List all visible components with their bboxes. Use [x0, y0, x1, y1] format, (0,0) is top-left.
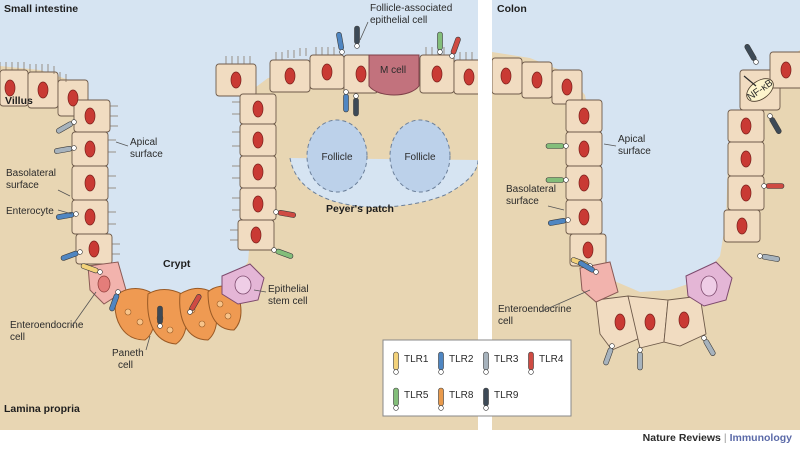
tlr-receptor-tlr3: [637, 347, 643, 371]
label-enteroendocrine-1: Enteroendocrine: [10, 320, 84, 331]
paneth-cells: [114, 285, 242, 345]
colon-panel: NF-κB: [492, 0, 800, 430]
follicle-2: [389, 119, 451, 193]
label-stem-1: Epithelial: [268, 284, 309, 295]
enteroendocrine-nucleus-left: [97, 275, 111, 293]
label-stem-2: stem cell: [268, 296, 307, 307]
legend-swatch-tlr1: [393, 351, 399, 375]
microvilli-left: [0, 47, 473, 255]
tlr-receptor-tlr5: [271, 247, 294, 259]
tlr-receptor-tlr5: [545, 143, 569, 149]
small-intestine-panel: [0, 0, 478, 430]
legend-label-tlr3: TLR3: [494, 354, 519, 365]
stem-nucleus-left: [234, 275, 252, 295]
tlr-receptor-tlr2: [60, 249, 83, 261]
label-fae-1: Follicle-associated: [370, 3, 452, 14]
legend-label-tlr1: TLR1: [404, 354, 429, 365]
tlr-receptor-tlr9: [157, 305, 163, 329]
tlr-receptor-tlr9: [354, 25, 360, 49]
legend-swatch-tlr5: [393, 387, 399, 411]
label-enterocyte: Enterocyte: [6, 206, 54, 217]
journal-subject: Immunology: [729, 432, 792, 444]
tlr-receptors: [53, 25, 785, 371]
label-colon-basolateral-1: Basolateral: [506, 184, 556, 195]
label-crypt: Crypt: [163, 258, 191, 270]
label-paneth-2: cell: [118, 360, 133, 371]
label-m-cell: M cell: [380, 65, 406, 76]
m-cell: [368, 54, 420, 96]
stem-nucleus-right: [700, 275, 718, 297]
tlr-receptor-tlr5: [545, 177, 569, 183]
tlr-receptor-tlr4: [273, 209, 297, 218]
label-basolateral-2: surface: [6, 180, 39, 191]
legend-swatch-tlr8: [438, 387, 444, 411]
colon-nuclei: [500, 61, 792, 331]
label-colon-apical-2: surface: [618, 146, 651, 157]
label-villus: Villus: [5, 95, 33, 107]
tlr-receptor-tlr9: [767, 113, 782, 134]
title-small-intestine: Small intestine: [4, 3, 78, 15]
leader-lines: [57, 21, 617, 351]
legend-label-tlr8: TLR8: [449, 390, 474, 401]
tlr-receptor-tlr3: [757, 253, 781, 262]
tlr-receptor-tlr2: [109, 289, 121, 312]
label-colon-basolateral-2: surface: [506, 196, 539, 207]
label-apical-1: Apical: [130, 137, 157, 148]
label-fae-2: epithelial cell: [370, 15, 427, 26]
tlr-receptor-tlr2: [336, 31, 345, 55]
legend-swatch-tlr9: [483, 387, 489, 411]
tlr-receptor-tlr9: [353, 93, 359, 117]
label-colon-apical-1: Apical: [618, 134, 645, 145]
nfkb-arrow: [743, 75, 757, 87]
tlr-receptor-tlr4: [449, 36, 461, 59]
label-apical-2: surface: [130, 149, 163, 160]
tlr-receptor-tlr3: [56, 119, 77, 134]
tlr-receptor-tlr4: [187, 294, 202, 315]
tlr-receptor-tlr5: [437, 31, 443, 55]
label-enteroendocrine-2: cell: [10, 332, 25, 343]
label-follicle-1: Follicle: [321, 152, 353, 163]
tlr-receptor-tlr2: [578, 260, 599, 275]
legend-swatch-tlr3: [483, 351, 489, 375]
legend-label-tlr9: TLR9: [494, 390, 519, 401]
label-lamina-propria: Lamina propria: [4, 403, 80, 415]
panel-divider: [478, 0, 492, 430]
tlr-receptor-tlr2: [547, 217, 571, 226]
tlr-receptor-tlr9: [744, 44, 759, 65]
tlr-receptor-tlr2: [55, 211, 79, 220]
legend-label-tlr2: TLR2: [449, 354, 474, 365]
label-colon-enteroendocrine-1: Enteroendocrine: [498, 304, 572, 315]
legend-label-tlr4: TLR4: [539, 354, 564, 365]
tlr-receptor-tlr3: [603, 343, 615, 366]
label-colon-enteroendocrine-2: cell: [498, 316, 513, 327]
legend-swatch-tlr2: [438, 351, 444, 375]
lumen-left: [0, 0, 478, 300]
enteroendocrine-cell-right: [579, 261, 619, 303]
follicle-1: [306, 119, 368, 193]
legend-swatch-tlr4: [528, 351, 534, 375]
tlr-receptor-tlr3: [53, 145, 77, 154]
legend-label-tlr5: TLR5: [404, 390, 429, 401]
tlr-receptor-tlr1: [80, 263, 103, 275]
nuclei-left: [4, 63, 475, 258]
footer-separator: |: [723, 432, 727, 444]
journal-name: Nature Reviews: [642, 432, 721, 444]
label-peyers-patch: Peyer's patch: [326, 203, 394, 215]
legend-box: [382, 339, 572, 417]
label-basolateral-1: Basolateral: [6, 168, 56, 179]
label-paneth-1: Paneth: [112, 348, 144, 359]
tlr-receptor-tlr3: [701, 335, 716, 356]
footer: Nature Reviews|Immunology: [0, 432, 792, 444]
tlr-receptor-tlr4: [761, 183, 785, 189]
title-colon: Colon: [497, 3, 527, 15]
tlr-receptor-tlr2: [343, 89, 349, 113]
label-follicle-2: Follicle: [404, 152, 436, 163]
